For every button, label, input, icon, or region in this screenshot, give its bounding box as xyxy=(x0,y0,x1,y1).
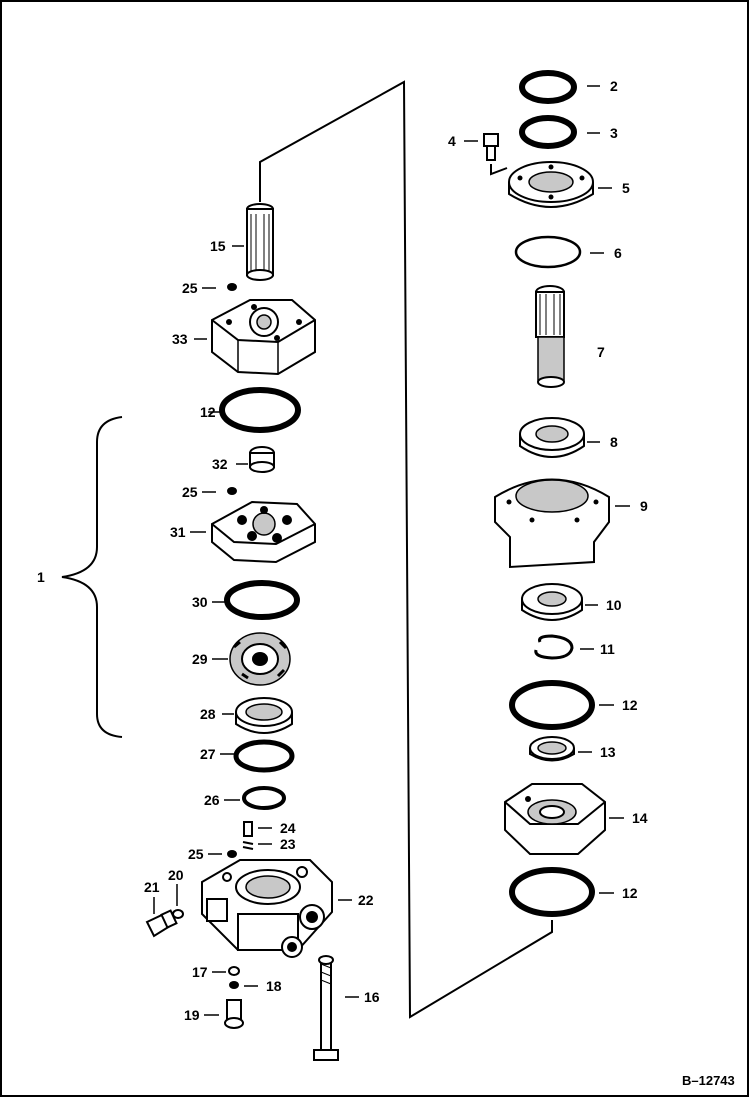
leader-lines xyxy=(153,85,630,1016)
label-part-14: 14 xyxy=(632,810,648,826)
part-24-pin xyxy=(243,821,253,837)
part-13-bearing-race xyxy=(529,736,575,762)
part-20-o-ring xyxy=(172,909,184,919)
label-part-32: 32 xyxy=(212,456,228,472)
part-32-spacer xyxy=(249,446,275,473)
part-27-seal xyxy=(233,739,295,773)
part-5-flange xyxy=(508,161,594,208)
label-part-28: 28 xyxy=(200,706,216,722)
label-part-24: 24 xyxy=(280,820,296,836)
part-11-retaining-ring xyxy=(534,634,574,660)
part-15-drive-shaft xyxy=(246,203,274,281)
label-part-25: 25 xyxy=(182,484,198,500)
part-16-bolt xyxy=(313,955,339,1061)
part-7-output-shaft xyxy=(535,285,565,388)
label-part-12: 12 xyxy=(622,885,638,901)
label-part-19: 19 xyxy=(184,1007,200,1023)
label-part-9: 9 xyxy=(640,498,648,514)
part-18-spring xyxy=(229,981,239,989)
part-22-valve-housing xyxy=(201,859,333,958)
part-30-o-ring xyxy=(224,580,300,620)
label-part-10: 10 xyxy=(606,597,622,613)
label-part-12: 12 xyxy=(622,697,638,713)
label-part-16: 16 xyxy=(364,989,380,1005)
label-part-30: 30 xyxy=(192,594,208,610)
label-part-8: 8 xyxy=(610,434,618,450)
label-part-3: 3 xyxy=(610,125,618,141)
part-6-o-ring xyxy=(514,235,582,269)
label-part-20: 20 xyxy=(168,867,184,883)
part-12-o-ring xyxy=(219,387,301,433)
label-part-7: 7 xyxy=(597,344,605,360)
label-part-25: 25 xyxy=(188,846,204,862)
part-21-plug xyxy=(145,909,178,938)
label-part-4: 4 xyxy=(448,133,456,149)
part-9-motor-housing xyxy=(494,478,610,569)
part-4-bolt xyxy=(483,133,499,161)
part-12-o-ring xyxy=(509,867,595,917)
label-part-11: 11 xyxy=(600,641,615,657)
label-part-13: 13 xyxy=(600,744,616,760)
part-17-o-ring xyxy=(228,966,240,976)
label-part-26: 26 xyxy=(204,792,220,808)
part-28-bearing xyxy=(235,697,293,734)
part-19-plug xyxy=(224,999,244,1029)
label-part-27: 27 xyxy=(200,746,216,762)
label-part-21: 21 xyxy=(144,879,160,895)
label-part-15: 15 xyxy=(210,238,226,254)
part-25-check-ball xyxy=(227,283,237,291)
label-part-2: 2 xyxy=(610,78,618,94)
label-part-1: 1 xyxy=(37,569,45,585)
label-part-5: 5 xyxy=(622,180,630,196)
label-part-6: 6 xyxy=(614,245,622,261)
part-31-valve-plate xyxy=(211,500,316,564)
part-26-washer xyxy=(242,786,286,810)
label-part-33: 33 xyxy=(172,331,188,347)
connection-line xyxy=(259,80,553,1019)
part-2-seal xyxy=(519,70,577,104)
part-8-bearing xyxy=(519,417,585,458)
part-10-bearing xyxy=(521,583,583,621)
label-part-22: 22 xyxy=(358,892,374,908)
part-33-end-plate xyxy=(211,299,316,376)
part-3-seal xyxy=(519,115,577,149)
figure-id: B–12743 xyxy=(682,1073,735,1088)
part-29-gerotor-set xyxy=(229,632,291,686)
label-part-17: 17 xyxy=(192,964,208,980)
bolt-guide-line xyxy=(490,164,508,176)
label-part-12: 12 xyxy=(200,404,216,420)
part-23-spring xyxy=(242,841,254,850)
group-bracket xyxy=(61,416,123,738)
label-part-23: 23 xyxy=(280,836,296,852)
label-part-31: 31 xyxy=(170,524,186,540)
label-part-29: 29 xyxy=(192,651,208,667)
label-part-18: 18 xyxy=(266,978,282,994)
part-25-check-ball xyxy=(227,487,237,495)
part-14-end-cover xyxy=(504,783,606,855)
part-12-o-ring xyxy=(509,680,595,730)
part-25-check-ball xyxy=(227,850,237,858)
label-part-25: 25 xyxy=(182,280,198,296)
